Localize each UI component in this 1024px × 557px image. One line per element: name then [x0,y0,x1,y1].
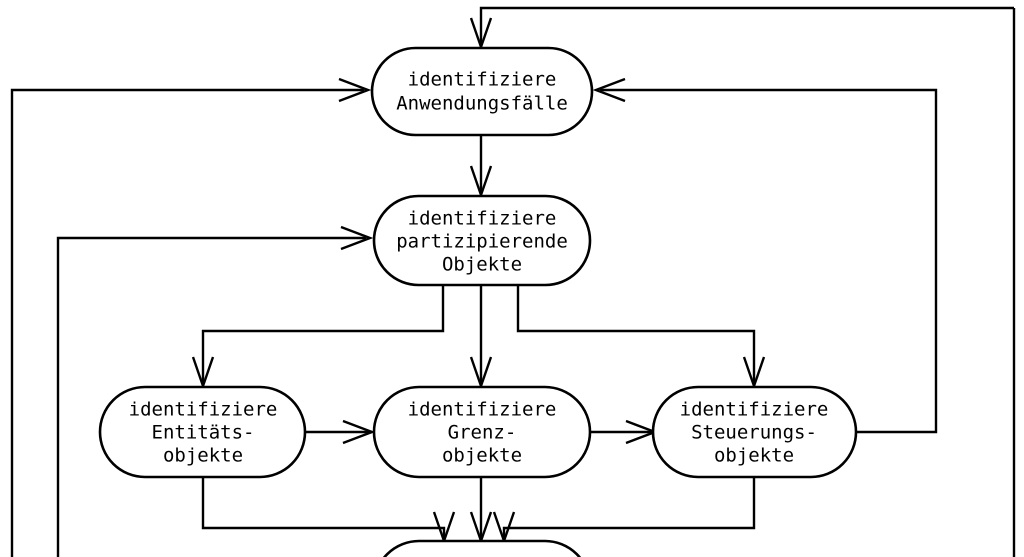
node-grenzobjekte-shape[interactable] [372,385,592,479]
arrowhead-anwendungsfaelle-left [338,77,372,103]
edge-fanout-left-branch [201,285,445,385]
node-partizipierende-objekte-line2: partizipierende [396,231,568,253]
edge-steuerungs-to-bottom [502,477,756,540]
node-entitaetsobjekte-shape[interactable] [98,385,307,479]
edge-fanout-right-branch [516,285,756,385]
edge-leftrail-to-partizipierende [56,236,366,557]
node-steuerungsobjekte-line1: identifiziere [680,399,829,421]
arrowhead-partizipierende-left [340,225,374,251]
node-steuerungsobjekte-line3: objekte [714,445,794,467]
node-partizipierende-objekte[interactable]: identifiziere partizipierende Objekte [372,194,592,287]
node-entitaetsobjekte-line1: identifiziere [129,399,278,421]
node-entitaetsobjekte-line3: objekte [163,445,243,467]
node-steuerungsobjekte-line2: Steuerungs- [691,422,817,444]
edge-leftrail-to-anwendungsfaelle [10,88,364,557]
node-anwendungsfaelle-line1: identifiziere [408,69,557,91]
arrowhead-anwendungsfaelle-right [592,77,626,103]
arrowhead-grenz-left [342,419,376,445]
node-grenzobjekte-line3: objekte [442,445,522,467]
edge-entitaets-to-bottom [201,477,446,540]
node-partizipierende-objekte-shape[interactable] [372,194,592,287]
node-anwendungsfaelle[interactable]: identifiziere Anwendungsfälle [370,46,594,137]
node-anwendungsfaelle-line2: Anwendungsfälle [396,93,568,115]
node-entitaetsobjekte[interactable]: identifiziere Entitäts- objekte [98,385,307,479]
node-bottom-cropped-shape[interactable] [374,539,590,557]
node-grenzobjekte-line2: Grenz- [448,422,517,444]
node-partizipierende-objekte-line3: Objekte [442,254,522,276]
node-entitaetsobjekte-line2: Entitäts- [152,422,255,444]
node-partizipierende-objekte-line1: identifiziere [408,208,557,230]
node-grenzobjekte-line1: identifiziere [408,399,557,421]
edge-steuerungs-to-anwendungsfaelle [600,88,938,434]
node-bottom-cropped[interactable] [374,539,590,557]
node-grenzobjekte[interactable]: identifiziere Grenz- objekte [372,385,592,479]
node-anwendungsfaelle-shape[interactable] [370,46,594,137]
node-steuerungsobjekte[interactable]: identifiziere Steuerungs- objekte [651,385,858,479]
edge-external-to-anwendungsfaelle [479,6,1014,46]
node-steuerungsobjekte-shape[interactable] [651,385,858,479]
node-layer: identifiziere Anwendungsfälle identifizi… [98,46,858,557]
